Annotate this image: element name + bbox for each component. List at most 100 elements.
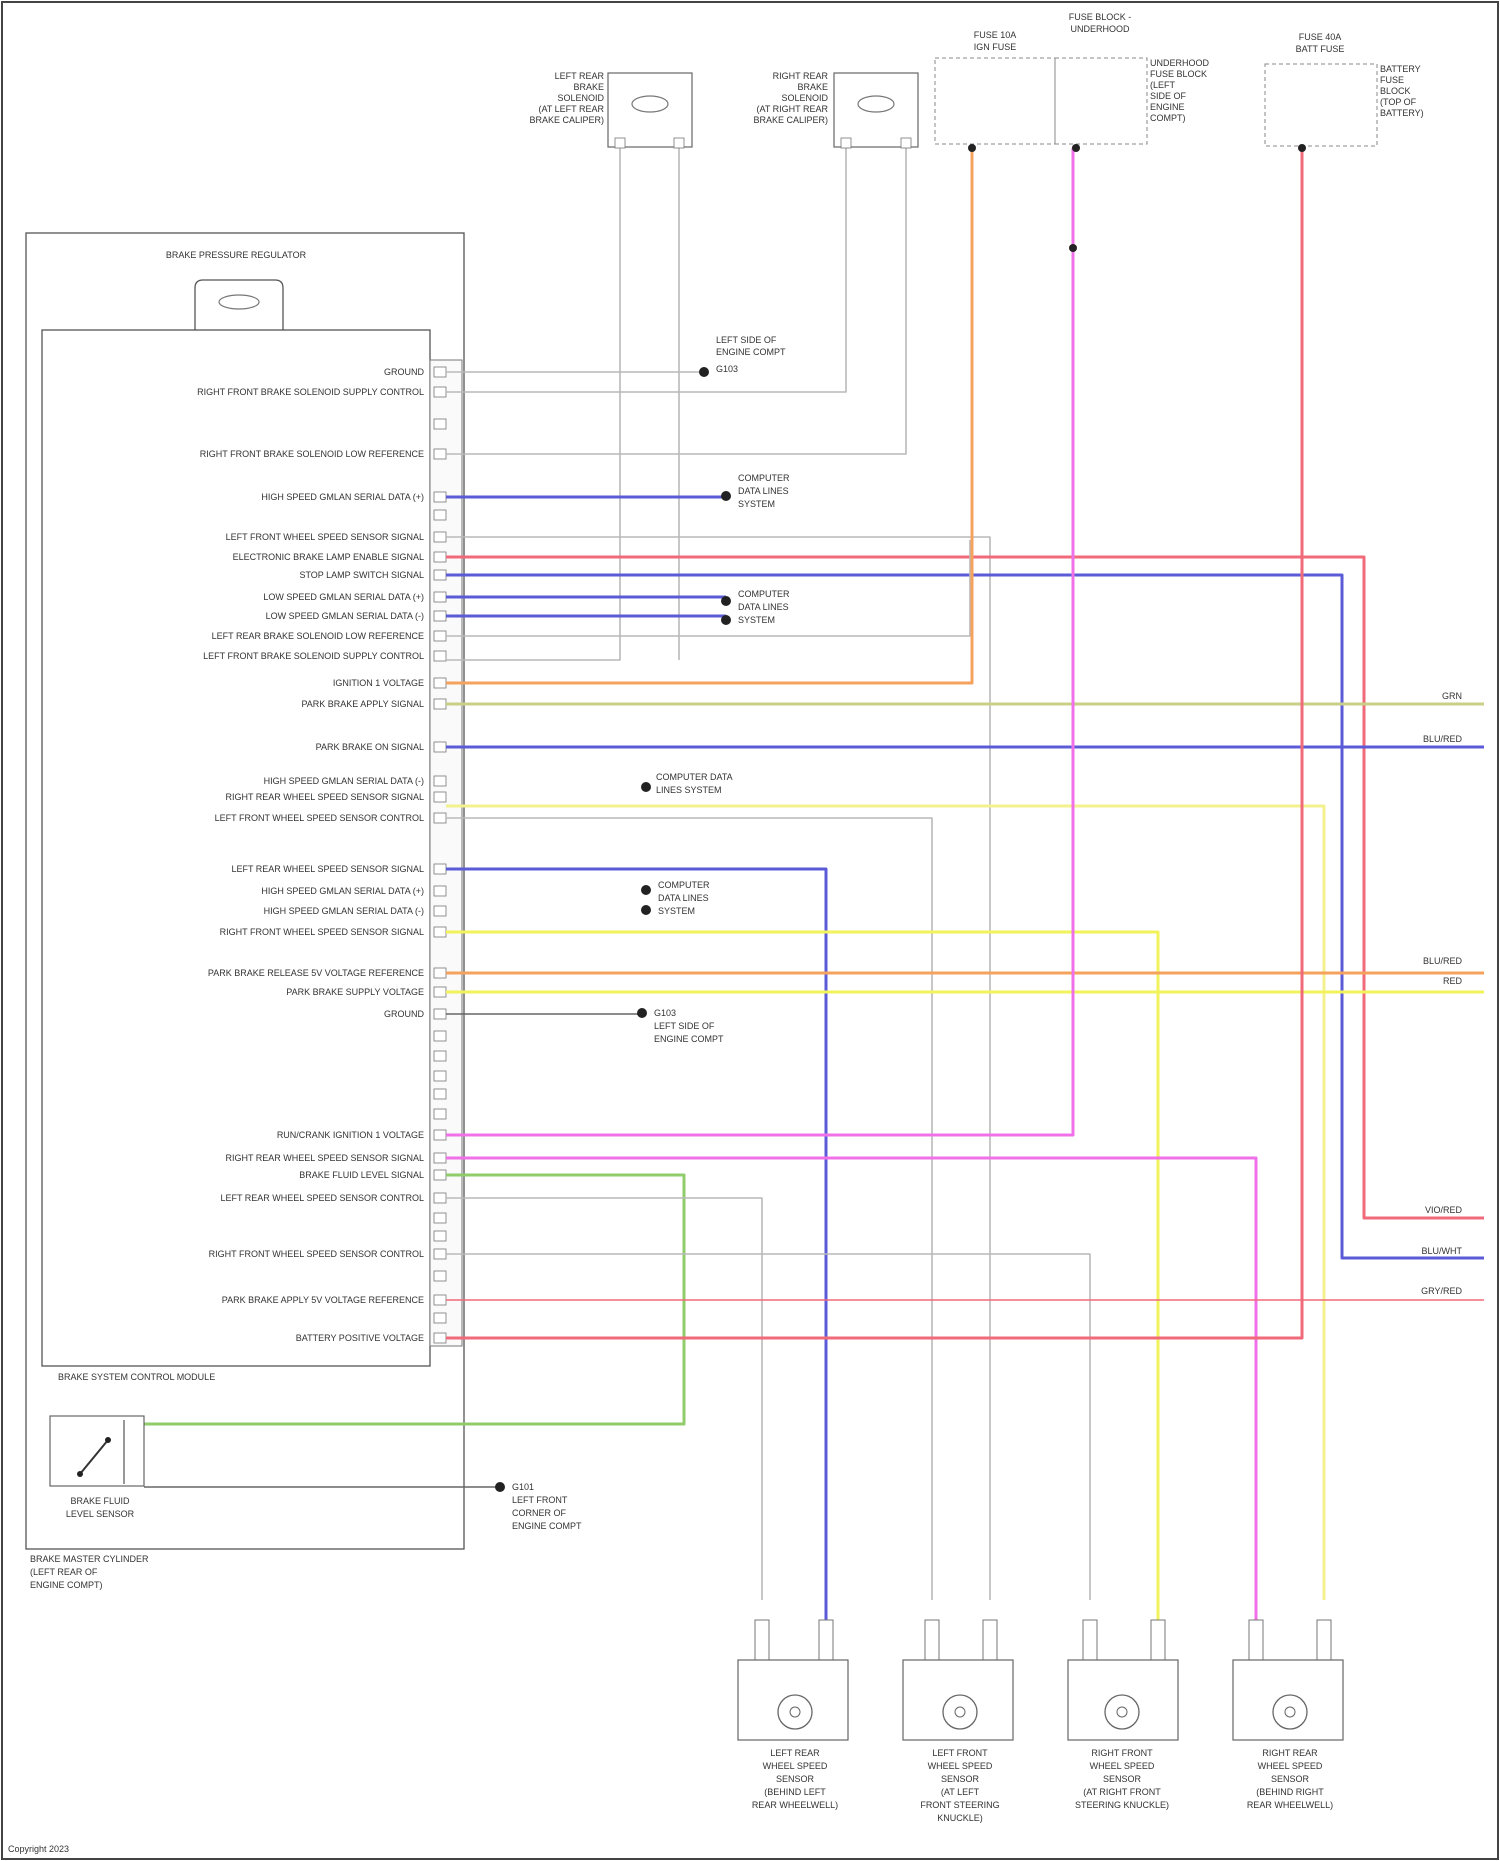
copyright: Copyright 2023 bbox=[8, 1844, 69, 1854]
pin-function-label: HIGH SPEED GMLAN SERIAL DATA (-) bbox=[264, 776, 424, 786]
side-note-line: BATTERY) bbox=[1380, 108, 1424, 118]
enclosure-caption: BRAKE MASTER CYLINDER bbox=[30, 1554, 149, 1564]
brake-system-control-module bbox=[42, 330, 430, 1366]
sensor-label-line: STEERING KNUCKLE) bbox=[1075, 1800, 1169, 1810]
wire-gray bbox=[446, 145, 620, 660]
splice-note-data-lines-4: COMPUTER DATA LINES SYSTEM bbox=[641, 880, 710, 916]
pin-function-label: STOP LAMP SWITCH SIGNAL bbox=[299, 570, 424, 580]
wire-gray bbox=[446, 145, 906, 454]
edge-label: BLU/RED bbox=[1423, 734, 1463, 744]
connector-pin bbox=[434, 1249, 446, 1259]
left-rear-brake-solenoid: LEFT REAR BRAKE SOLENOID (AT LEFT REAR B… bbox=[529, 71, 692, 147]
edge-label: RED bbox=[1443, 976, 1463, 986]
sensor-label-line: SENSOR bbox=[1271, 1774, 1310, 1784]
splice-note-data-lines-1: COMPUTER DATA LINES SYSTEM bbox=[721, 473, 790, 509]
connector-pin-empty bbox=[434, 1231, 446, 1241]
connector-pin bbox=[434, 367, 446, 377]
svg-text:LEFT FRONT: LEFT FRONT bbox=[512, 1495, 568, 1505]
svg-text:LEFT SIDE OF: LEFT SIDE OF bbox=[654, 1021, 715, 1031]
svg-text:ENGINE COMPT: ENGINE COMPT bbox=[716, 347, 786, 357]
wire-orange bbox=[446, 148, 972, 683]
sensor-label-line: REAR WHEELWELL) bbox=[1247, 1800, 1333, 1810]
svg-text:ENGINE COMPT: ENGINE COMPT bbox=[654, 1034, 724, 1044]
wheel-sensor-left-front: LEFT FRONT WHEEL SPEED SENSOR (AT LEFT F… bbox=[903, 1660, 1013, 1823]
svg-text:G101: G101 bbox=[512, 1482, 534, 1492]
ign-fuse-terminal-dot bbox=[968, 144, 976, 152]
svg-text:G103: G103 bbox=[716, 364, 738, 374]
brake-pressure-regulator: BRAKE PRESSURE REGULATOR bbox=[166, 250, 307, 330]
connector-pin-empty bbox=[434, 1213, 446, 1223]
connector-pin bbox=[434, 1009, 446, 1019]
side-note-line: FUSE BLOCK bbox=[1150, 69, 1207, 79]
svg-text:DATA LINES: DATA LINES bbox=[738, 602, 789, 612]
module-caption: BRAKE SYSTEM CONTROL MODULE bbox=[58, 1372, 215, 1382]
svg-text:LEVEL SENSOR: LEVEL SENSOR bbox=[66, 1509, 135, 1519]
pin-function-label: HIGH SPEED GMLAN SERIAL DATA (+) bbox=[261, 492, 424, 502]
wire-gray bbox=[446, 145, 846, 392]
connector-pin bbox=[434, 1153, 446, 1163]
side-note-line: (TOP OF bbox=[1380, 97, 1417, 107]
svg-text:BRAKE FLUID: BRAKE FLUID bbox=[70, 1496, 130, 1506]
wire-red bbox=[446, 557, 1484, 1218]
component-label-line: FUSE 10A bbox=[974, 30, 1017, 40]
wire-gray bbox=[446, 1254, 1090, 1600]
pin-function-label: RIGHT FRONT BRAKE SOLENOID LOW REFERENCE bbox=[200, 449, 424, 459]
sensor-terminal bbox=[925, 1620, 939, 1660]
connector-pin bbox=[434, 906, 446, 916]
sensor-label-line: (BEHIND LEFT bbox=[764, 1787, 826, 1797]
sensor-label-line: (AT LEFT bbox=[941, 1787, 980, 1797]
side-note-line: ENGINE bbox=[1150, 102, 1185, 112]
connector-pin bbox=[434, 699, 446, 709]
wire-light-yellow bbox=[446, 806, 1324, 1600]
svg-text:SYSTEM: SYSTEM bbox=[738, 615, 775, 625]
pin-function-label: GROUND bbox=[384, 367, 424, 377]
pin-function-label: ELECTRONIC BRAKE LAMP ENABLE SIGNAL bbox=[233, 552, 424, 562]
sensor-label-line: SENSOR bbox=[1103, 1774, 1142, 1784]
connector-pin bbox=[434, 532, 446, 542]
pin-function-label: PARK BRAKE APPLY SIGNAL bbox=[301, 699, 424, 709]
sensor-label-line: (AT RIGHT FRONT bbox=[1083, 1787, 1161, 1797]
solenoid-terminal bbox=[615, 138, 625, 148]
sensor-label-line: WHEEL SPEED bbox=[928, 1761, 993, 1771]
connector-pin bbox=[434, 927, 446, 937]
component-label-line: LEFT REAR bbox=[555, 71, 605, 81]
connector-pin-empty bbox=[434, 1051, 446, 1061]
sensor-terminal bbox=[1151, 1620, 1165, 1660]
connector-pin bbox=[434, 651, 446, 661]
connector-pin bbox=[434, 813, 446, 823]
connector-pin-empty bbox=[434, 1109, 446, 1119]
pin-function-label: GROUND bbox=[384, 1009, 424, 1019]
component-label-line: FUSE 40A bbox=[1299, 32, 1342, 42]
sensor-label-line: RIGHT REAR bbox=[1262, 1748, 1318, 1758]
pin-function-label: LEFT FRONT WHEEL SPEED SENSOR CONTROL bbox=[215, 813, 424, 823]
connector-pin bbox=[434, 742, 446, 752]
wire-blue bbox=[446, 575, 1484, 1258]
wheel-sensor-right-front: RIGHT FRONT WHEEL SPEED SENSOR (AT RIGHT… bbox=[1068, 1660, 1178, 1810]
wire-pink bbox=[446, 1158, 1256, 1620]
pin-function-label: PARK BRAKE SUPPLY VOLTAGE bbox=[286, 987, 424, 997]
sensor-terminal bbox=[1083, 1620, 1097, 1660]
pin-function-label: PARK BRAKE ON SIGNAL bbox=[316, 742, 424, 752]
splice-note-g103-top: LEFT SIDE OF ENGINE COMPT G103 bbox=[699, 335, 786, 377]
sensor-label-line: WHEEL SPEED bbox=[763, 1761, 828, 1771]
connector-pin-empty bbox=[434, 1089, 446, 1099]
sensor-label-line: SENSOR bbox=[776, 1774, 815, 1784]
pin-label-layer: GROUNDRIGHT FRONT BRAKE SOLENOID SUPPLY … bbox=[197, 367, 424, 1343]
svg-text:SYSTEM: SYSTEM bbox=[658, 906, 695, 916]
svg-text:DATA LINES: DATA LINES bbox=[658, 893, 709, 903]
sensor-terminal bbox=[983, 1620, 997, 1660]
connector-pin bbox=[434, 776, 446, 786]
svg-text:COMPUTER: COMPUTER bbox=[738, 589, 790, 599]
component-label-line: BRAKE bbox=[573, 82, 604, 92]
svg-text:COMPUTER: COMPUTER bbox=[658, 880, 710, 890]
pin-function-label: IGNITION 1 VOLTAGE bbox=[333, 678, 424, 688]
svg-text:LINES SYSTEM: LINES SYSTEM bbox=[656, 785, 722, 795]
underhood-terminal-dot bbox=[1072, 144, 1080, 152]
pin-function-label: LOW SPEED GMLAN SERIAL DATA (-) bbox=[266, 611, 424, 621]
pin-function-label: LEFT REAR BRAKE SOLENOID LOW REFERENCE bbox=[212, 631, 424, 641]
ign-fuse: FUSE 10A IGN FUSE bbox=[935, 30, 1055, 144]
regulator-label: BRAKE PRESSURE REGULATOR bbox=[166, 250, 307, 260]
component-label-line: BRAKE CALIPER) bbox=[529, 115, 604, 125]
right-rear-brake-solenoid: RIGHT REAR BRAKE SOLENOID (AT RIGHT REAR… bbox=[753, 71, 918, 147]
